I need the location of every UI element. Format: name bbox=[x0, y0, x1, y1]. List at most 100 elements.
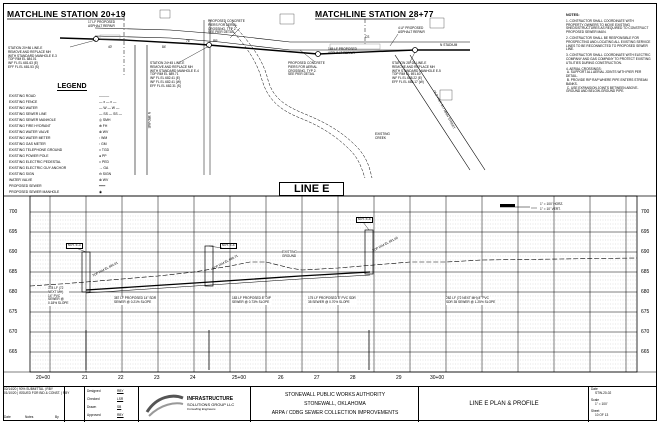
plan-callout: STATION 20+86 LINE-E REMOVE AND REPLACE … bbox=[8, 46, 57, 69]
legend-item: PROPOSED SEWER MANHOLE◉ bbox=[9, 190, 102, 194]
dim-label: RR bbox=[213, 39, 218, 43]
legend-item: EXISTING FIRE HYDRANT⊕ FH bbox=[9, 124, 108, 128]
legend-item: EXISTING FENCE— x — x — bbox=[9, 100, 117, 104]
elev-label: 665 bbox=[641, 349, 650, 355]
checked-label: Checked bbox=[87, 397, 100, 401]
rev-header-by: By bbox=[55, 415, 59, 419]
notes-title: NOTES: bbox=[566, 13, 580, 17]
stamp-cell bbox=[65, 387, 85, 422]
legend-item: PROPOSED SEWER━━━ bbox=[9, 184, 106, 188]
sheet-number: 10 OF 13 bbox=[595, 413, 609, 417]
designed-label: Designed bbox=[87, 389, 101, 393]
dim-label: 76' bbox=[186, 39, 191, 43]
legend-item: EXISTING GAS METER▫ GM bbox=[9, 142, 107, 146]
legend-title: LEGEND bbox=[57, 83, 87, 91]
title-block: 02/14/20 | 90% SUBMITTAL | RBY 01/10/20 … bbox=[3, 386, 657, 422]
revision-row: 02/14/20 | 90% SUBMITTAL | RBY bbox=[4, 387, 53, 391]
dim-label: 84' bbox=[162, 45, 167, 49]
segment-label: 387 LF PROPOSED 14" SDR SEWER @ 0.21% SL… bbox=[114, 296, 157, 305]
station-label: 30+00 bbox=[430, 375, 445, 381]
legend-item: EXISTING SEWER LINE— SS — SS — bbox=[9, 112, 122, 116]
elev-label: 680 bbox=[641, 289, 650, 295]
legend-item: EXISTING TELEPHONE GROUND□ TGD bbox=[9, 148, 110, 152]
checked-value: LSR bbox=[117, 397, 124, 401]
drawn-value: SB bbox=[117, 405, 122, 409]
plan-callout: PROPOSED CONCRETE PIERS FOR AERIAL CROSS… bbox=[208, 19, 245, 35]
elev-label: 700 bbox=[641, 209, 650, 215]
date-label: Date bbox=[591, 387, 598, 391]
segment-label: 378 LF (72 NEXT MH) 14" PVC SEWER @ 0.18… bbox=[48, 286, 69, 306]
signoff-block: Designed RBY Checked LSR Drawn SB Approv… bbox=[85, 387, 139, 422]
plan-callout: EXISTING CREEK bbox=[375, 132, 390, 140]
dim-label: CS bbox=[365, 35, 370, 39]
elev-label: 670 bbox=[641, 329, 650, 335]
segment-label: 175 LF PROPOSED 8" PVC SDR 35 SEWER @ 0.… bbox=[308, 296, 356, 305]
elev-label: 690 bbox=[641, 249, 650, 255]
station-label: 27 bbox=[314, 375, 320, 381]
revision-row: 01/10/20 | ISSUED FOR BID & CONST. | RBY bbox=[4, 391, 70, 395]
elev-label: 685 bbox=[641, 269, 650, 275]
note-item: 1. CONTRACTOR SHALL COORDINATE WITH PROP… bbox=[566, 18, 649, 35]
designed-value: RBY bbox=[117, 389, 124, 393]
legend-item: WATER VALVE⊗ WV bbox=[9, 178, 109, 182]
legend-item: EXISTING ELECTRIC GUY ANCHOR→ GA bbox=[9, 166, 109, 170]
station-label: 23 bbox=[154, 375, 160, 381]
drawing-sheet bbox=[3, 3, 657, 421]
elev-label: 680 bbox=[9, 289, 18, 295]
approved-value: RBY bbox=[117, 413, 124, 417]
segment-label: 282 LF (72 NEXT MH) 8" PVC SDR 35 SEWER … bbox=[446, 296, 496, 305]
profile-title: LINE E bbox=[279, 182, 345, 196]
logo-swoosh-icon bbox=[145, 394, 184, 417]
matchline-left: MATCHLINE STATION 20+19 bbox=[7, 9, 126, 19]
existing-ground-label: EXISTING GROUND bbox=[282, 250, 297, 259]
scale-horizontal: 1" = 100' HORZ. bbox=[540, 202, 564, 206]
logo-main-text: INFRASTRUCTURE bbox=[187, 396, 234, 402]
elev-label: 675 bbox=[9, 309, 18, 315]
station-label: 28 bbox=[350, 375, 356, 381]
plan-callout: 4 LF PROPOSED ASPHALT REPAIR bbox=[398, 26, 425, 34]
note-item: 3. CONTRACTOR SHALL COORDINATE WITH ELEC… bbox=[566, 53, 651, 65]
city-name: STONEWALL, OKLAHOMA bbox=[304, 401, 366, 407]
station-label: 25+00 bbox=[232, 375, 247, 381]
project-block: STONEWALL PUBLIC WORKS AUTHORITY STONEWA… bbox=[251, 387, 419, 422]
manhole-tag: M.H. E-3 bbox=[66, 243, 83, 249]
sheet-label: Sheet bbox=[591, 409, 600, 413]
legend-item: EXISTING SIGN⊖ SIGN bbox=[9, 172, 112, 176]
legend-item: EXISTING WATER VALVE⊗ WV bbox=[9, 130, 109, 134]
rev-header-notes: Notes bbox=[25, 415, 34, 419]
general-notes: NOTES: 1. CONTRACTOR SHALL COORDINATE WI… bbox=[566, 13, 652, 96]
plan-callout: STATION 28+28 LINE-E REMOVE AND REPLACE … bbox=[392, 61, 441, 84]
project-name: ARPA / CDBG SEWER COLLECTION IMPROVEMENT… bbox=[271, 410, 399, 416]
logo-sub-text: SOLUTIONS GROUP LLC bbox=[187, 402, 235, 407]
plan-callout: STATION 24+45 LINE-E REMOVE AND REPLACE … bbox=[150, 61, 199, 88]
scale-vertical: 1" = 10' VERT. bbox=[540, 207, 561, 211]
scale-label: Scale bbox=[591, 398, 599, 402]
scale-value: 1" = 100' bbox=[595, 402, 608, 406]
elev-label: 685 bbox=[9, 269, 18, 275]
legend-item: EXISTING ROAD——— bbox=[9, 94, 110, 98]
elev-label: 670 bbox=[9, 329, 18, 335]
sheet-title-block: LINE E PLAN & PROFILE bbox=[419, 387, 589, 422]
elev-label: 690 bbox=[9, 249, 18, 255]
segment-label: 183 LF PROPOSED 8" DIP SEWER @ 0.73% SLO… bbox=[232, 296, 271, 305]
plan-callout: PROPOSED CONCRETE PIERS FOR AERIAL CROSS… bbox=[288, 61, 325, 77]
legend-item: EXISTING WATER— W — W — bbox=[9, 106, 120, 110]
elev-label: 700 bbox=[9, 209, 18, 215]
elev-label: 695 bbox=[641, 229, 650, 235]
legend-item: EXISTING POWER POLE● PP bbox=[9, 154, 107, 158]
legend-item: EXISTING WATER METER▫ WM bbox=[9, 136, 108, 140]
station-label: 24 bbox=[190, 375, 196, 381]
plan-callout: 17 LF PROPOSED ASPHALT REPAIR bbox=[88, 20, 116, 28]
legend: LEGEND EXISTING ROAD——— EXISTING FENCE— … bbox=[7, 83, 137, 225]
logo-tagline: Consulting Engineers bbox=[187, 407, 216, 411]
manhole-tag: M.H. E-4 bbox=[220, 243, 237, 249]
matchline-right: MATCHLINE STATION 28+77 bbox=[315, 9, 434, 19]
elev-label: 665 bbox=[9, 349, 18, 355]
rev-header-date: Date bbox=[4, 415, 11, 419]
station-label: 26 bbox=[278, 375, 284, 381]
job-number: STW-20-02 bbox=[595, 391, 612, 395]
station-label: 21 bbox=[82, 375, 88, 381]
manhole-tag: M.H. E-5 bbox=[356, 217, 373, 223]
